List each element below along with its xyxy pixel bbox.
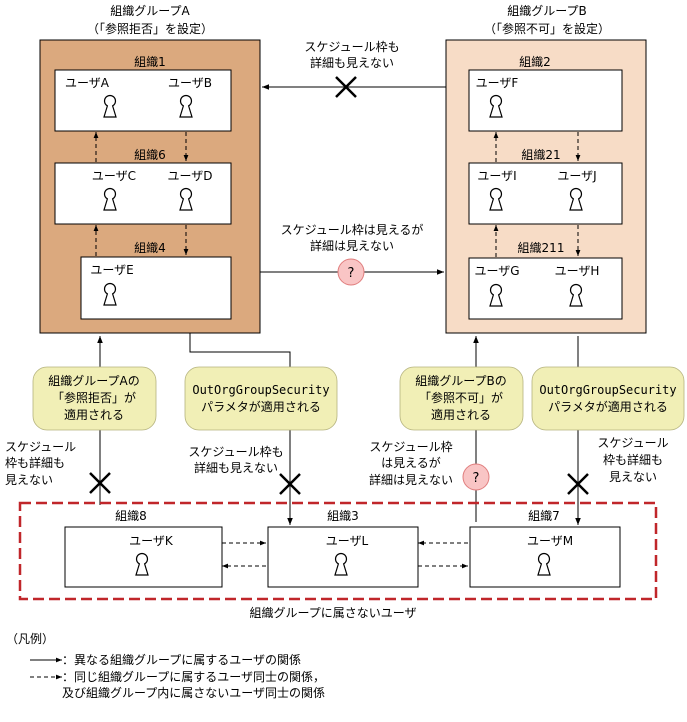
org4-label: 組織4 xyxy=(134,241,166,255)
right-cross-text-3: 見えない xyxy=(609,470,657,484)
org3-label: 組織3 xyxy=(327,509,359,523)
mid-right-question-text-3: 詳細は見えない xyxy=(369,472,453,487)
org6-box xyxy=(54,162,232,225)
top-cross-text-2: 詳細も見えない xyxy=(310,55,394,70)
bubble-param-left: OutOrgGroupSecurity パラメタが適用される xyxy=(184,366,338,431)
bubble-group-a-applied: 組織グループAの 「参照拒否」が 適用される xyxy=(32,366,157,431)
center-cross-icon xyxy=(279,473,301,495)
left-cross-text-3: 見えない xyxy=(5,473,53,487)
user-e-label: ユーザE xyxy=(90,263,133,277)
user-b-label: ユーザB xyxy=(168,76,212,90)
svg-text:適用される: 適用される xyxy=(64,407,124,422)
legend-title: （凡例） xyxy=(6,632,54,646)
bubble-param-right: OutOrgGroupSecurity パラメタが適用される xyxy=(531,366,685,431)
svg-text:?: ? xyxy=(473,471,480,486)
arrow-group-a-to-org3 xyxy=(189,333,293,525)
no-group-area xyxy=(18,501,658,601)
left-cross-text-1: スケジュール xyxy=(5,440,76,454)
user-j-label: ユーザJ xyxy=(557,169,596,183)
bubble-group-b-applied: 組織グループBの 「参照不可」が 適用される xyxy=(399,366,524,431)
org8-label: 組織8 xyxy=(115,509,147,523)
right-cross-text-2: 枠も詳細も xyxy=(603,452,663,467)
right-cross-text-1: スケジュール xyxy=(597,436,668,450)
middle-question-text-1: スケジュール枠は見えるが xyxy=(281,222,424,237)
org1-label: 組織1 xyxy=(134,55,166,69)
org1-box xyxy=(54,69,232,132)
legend-dashed-text-2: 及び組織グループ内に属さないユーザ同士の関係 xyxy=(62,686,325,700)
center-cross-text-1: スケジュール枠も xyxy=(188,445,283,459)
middle-question-icon: ? xyxy=(337,258,365,286)
org7-label: 組織7 xyxy=(528,509,560,523)
user-h-label: ユーザH xyxy=(555,264,600,278)
svg-text:OutOrgGroupSecurity: OutOrgGroupSecurity xyxy=(539,383,676,397)
svg-text:組織グループBの: 組織グループBの xyxy=(415,374,507,388)
mid-right-question-text-1: スケジュール枠 xyxy=(369,440,452,454)
svg-text:OutOrgGroupSecurity: OutOrgGroupSecurity xyxy=(192,383,329,397)
svg-text:「参照不可」が: 「参照不可」が xyxy=(419,390,503,405)
group-a-title: 組織グループA xyxy=(110,4,190,18)
svg-text:適用される: 適用される xyxy=(431,407,491,422)
svg-text:?: ? xyxy=(348,266,355,281)
middle-question-text-2: 詳細は見えない xyxy=(310,238,394,253)
left-cross-text-2: 枠も詳細も xyxy=(5,455,65,470)
user-k-label: ユーザK xyxy=(129,534,174,548)
svg-text:「参照拒否」が: 「参照拒否」が xyxy=(52,390,136,405)
org211-label: 組織211 xyxy=(518,241,565,255)
mid-right-question-text-2: は見えるが xyxy=(381,455,441,470)
user-m-label: ユーザM xyxy=(527,534,573,548)
user-d-label: ユーザD xyxy=(167,169,212,183)
user-i-label: ユーザI xyxy=(477,169,516,183)
svg-text:組織グループAの: 組織グループAの xyxy=(48,374,140,388)
svg-text:パラメタが適用される: パラメタが適用される xyxy=(201,399,321,414)
org2-label: 組織2 xyxy=(519,55,551,69)
top-cross-text-1: スケジュール枠も xyxy=(304,40,399,54)
user-a-label: ユーザA xyxy=(65,76,110,90)
group-b-setting: （「参照不可」を設定） xyxy=(484,21,610,36)
legend-solid-text: ：異なる組織グループに属するユーザの関係 xyxy=(62,653,301,667)
user-l-label: ユーザL xyxy=(326,534,369,548)
center-cross-text-2: 詳細も見えない xyxy=(194,460,278,475)
svg-text:パラメタが適用される: パラメタが適用される xyxy=(548,399,668,414)
legend-dashed-text-1: ：同じ組織グループに属するユーザ同士の関係， xyxy=(62,670,325,684)
mid-right-question-icon: ? xyxy=(462,463,490,491)
group-b-title: 組織グループB xyxy=(507,4,587,18)
user-c-label: ユーザC xyxy=(92,169,136,183)
user-f-label: ユーザF xyxy=(476,76,519,90)
left-cross-icon xyxy=(89,472,111,494)
top-cross-icon xyxy=(335,76,357,98)
user-g-label: ユーザG xyxy=(474,264,519,278)
right-cross-icon xyxy=(567,473,589,495)
org6-label: 組織6 xyxy=(134,148,166,162)
no-group-label: 組織グループに属さないユーザ xyxy=(249,606,416,620)
org21-label: 組織21 xyxy=(521,148,560,162)
group-a-setting: （「参照拒否」を設定） xyxy=(87,21,213,36)
